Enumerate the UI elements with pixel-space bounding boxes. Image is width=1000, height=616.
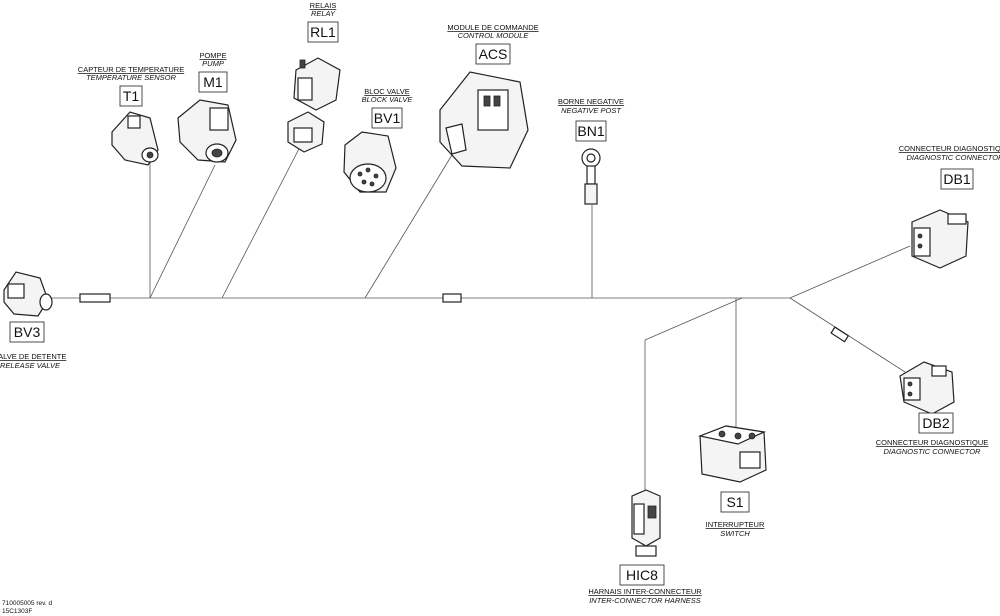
m1-label-fr: POMPE — [199, 51, 226, 60]
db1-label-fr: CONNECTEUR DIAGNOSTIQUE — [899, 144, 1000, 153]
db2-diagnostic-connector — [899, 361, 955, 415]
bn1-label-fr: BORNE NEGATIVE — [558, 97, 624, 106]
t1-code-box — [119, 85, 143, 107]
m1-code: M1 — [203, 74, 223, 90]
s1-code: S1 — [726, 494, 743, 510]
bv1-block-valve — [343, 131, 397, 193]
hic8-inter-connector — [631, 489, 661, 557]
doc-number: 710005005 rev. d — [2, 600, 52, 607]
db2-label-en: DIAGNOSTIC CONNECTOR — [884, 447, 982, 456]
s1-code-box — [720, 491, 750, 513]
t1-label-en: TEMPERATURE SENSOR — [86, 73, 176, 82]
bn1-code: BN1 — [577, 123, 604, 139]
s1-switch — [697, 425, 767, 483]
image-code: 15C1303F — [2, 608, 32, 615]
t1-temperature-sensor — [111, 111, 159, 166]
hic8-label-en: INTER-CONNECTOR HARNESS — [589, 596, 701, 605]
t1-label-fr: CAPTEUR DE TEMPERATURE — [78, 65, 184, 74]
db1-diagnostic-connector — [911, 209, 969, 269]
db2-label-fr: CONNECTEUR DIAGNOSTIQUE — [876, 438, 989, 447]
bv3-code: BV3 — [14, 324, 41, 340]
db1-code-box — [940, 168, 974, 190]
m1-code-box — [198, 71, 228, 93]
db1-code: DB1 — [943, 171, 970, 187]
m1-pump — [177, 99, 237, 163]
acs-control-module — [439, 71, 529, 169]
hic8-code-box — [619, 564, 665, 586]
bv1-code-box — [371, 107, 403, 129]
bn1-code-box — [575, 120, 607, 142]
bn1-negative-post — [581, 148, 601, 205]
harness-wires — [48, 142, 911, 492]
rl1-code: RL1 — [310, 24, 336, 40]
db2-code: DB2 — [922, 415, 949, 431]
acs-code: ACS — [479, 46, 508, 62]
t1-code: T1 — [123, 88, 140, 104]
rl1-label-fr: RELAIS — [310, 1, 337, 10]
acs-label-en: CONTROL MODULE — [458, 31, 530, 40]
acs-label-fr: MODULE DE COMMANDE — [447, 23, 538, 32]
db1-label-en: DIAGNOSTIC CONNECTOR — [907, 153, 1000, 162]
bv1-label-en: BLOCK VALVE — [362, 95, 414, 104]
bv1-label-fr: BLOC VALVE — [364, 87, 410, 96]
s1-label-fr: INTERRUPTEUR — [706, 520, 765, 529]
m1-label-en: PUMP — [202, 59, 224, 68]
hic8-label-fr: HARNAIS INTER-CONNECTEUR — [588, 587, 702, 596]
db2-code-box — [918, 412, 954, 434]
rl1-relay — [287, 57, 341, 153]
bn1-label-en: NEGATIVE POST — [561, 106, 622, 115]
hic8-code: HIC8 — [626, 567, 658, 583]
acs-code-box — [475, 43, 511, 65]
rl1-label-en: RELAY — [311, 9, 336, 18]
bv3-code-box — [9, 321, 45, 343]
s1-label-en: SWITCH — [720, 529, 750, 538]
bv3-release-valve — [3, 271, 53, 317]
rl1-code-box — [307, 21, 339, 43]
bv3-label-fr: VALVE DE DETENTE — [0, 352, 66, 361]
bv3-label-en: RELEASE VALVE — [0, 361, 61, 370]
bv1-code: BV1 — [374, 110, 401, 126]
